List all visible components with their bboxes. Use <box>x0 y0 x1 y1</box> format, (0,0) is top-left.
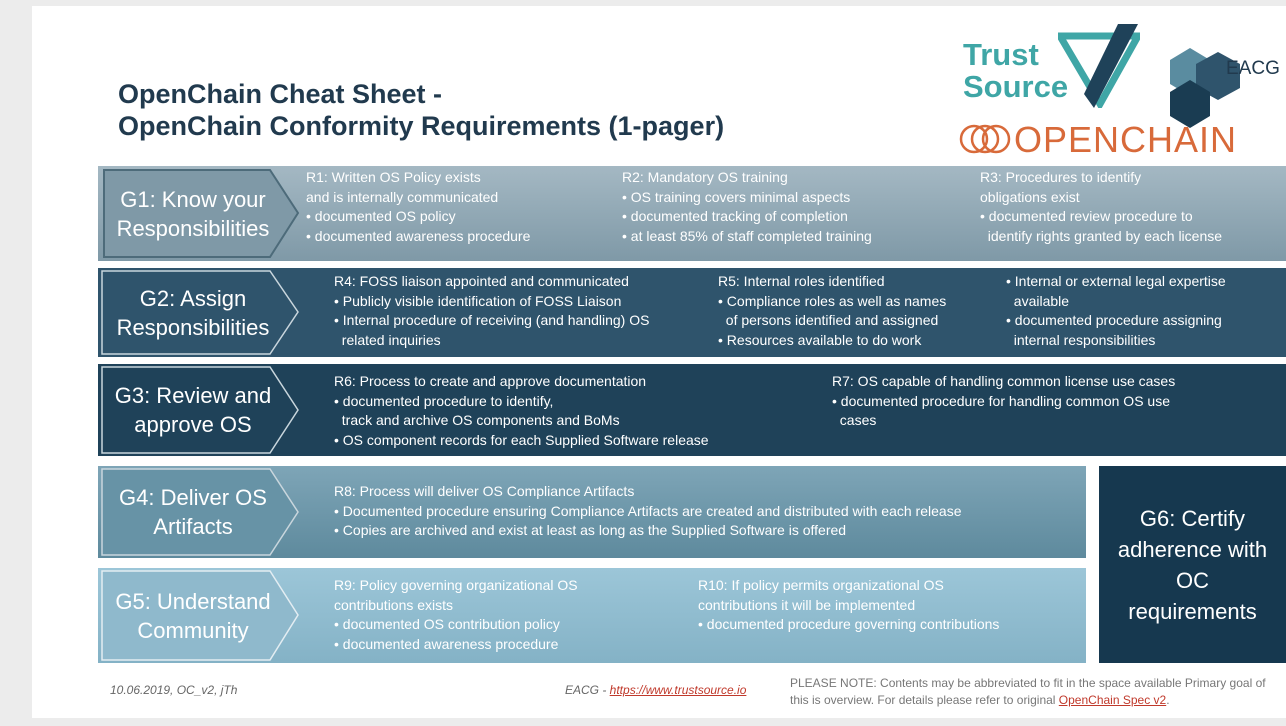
r2-item: • documented tracking of completion <box>622 208 848 224</box>
r5b-item: • documented procedure assigning interna… <box>1006 312 1222 348</box>
logo-source-text: Source <box>963 69 1069 104</box>
r5-block: R5: Internal roles identified • Complianc… <box>718 272 946 350</box>
r5-item: • Compliance roles as well as names of p… <box>718 292 947 329</box>
r9-heading: R9: Policy governing organizational OS c… <box>334 577 578 613</box>
r5-item: • Resources available to do work <box>718 331 922 348</box>
g2-label: G2: Assign Responsibilities <box>116 285 270 340</box>
r5-heading: R5: Internal roles identified <box>718 273 885 289</box>
group-row-g4: G4: Deliver OS Artifacts R8: Process wil… <box>98 466 1086 558</box>
openchain-spec-link[interactable]: OpenChain Spec v2 <box>1058 693 1167 707</box>
r4-item: • Publicly visible identification of FOS… <box>334 292 622 309</box>
r1-item: • documented OS policy <box>306 208 456 224</box>
r8-block: R8: Process will deliver OS Compliance A… <box>334 482 961 541</box>
r6-item: • documented procedure to identify, trac… <box>334 392 620 429</box>
r2-block: R2: Mandatory OS training • OS training c… <box>622 168 872 246</box>
r10-block: R10: If policy permits organizational OS… <box>698 576 999 635</box>
group-row-g3: G3: Review and approve OS R6: Process to… <box>98 364 1286 456</box>
g2-chevron <box>98 268 304 357</box>
r10-heading: R10: If policy permits organizational OS… <box>698 577 944 613</box>
r3-item: • documented review procedure to identif… <box>980 208 1223 244</box>
r2-item: • at least 85% of staff completed traini… <box>622 227 872 244</box>
r8-item: • Documented procedure ensuring Complian… <box>334 502 962 519</box>
title-line-1: OpenChain Cheat Sheet - <box>118 79 443 109</box>
footer-source: EACG - https://www.trustsource.io <box>565 683 747 697</box>
g4-chevron <box>98 466 304 558</box>
g3-label: G3: Review and approve OS <box>114 383 272 437</box>
r8-heading: R8: Process will deliver OS Compliance A… <box>334 483 635 499</box>
chevron-icon <box>101 366 299 454</box>
r8-item: • Copies are archived and exist at least… <box>334 522 847 538</box>
group-row-g1: G1: Know your Responsibilities R1: Writt… <box>98 166 1286 261</box>
r1-heading: R1: Written OS Policy exists and is inte… <box>306 169 499 205</box>
r9-block: R9: Policy governing organizational OS c… <box>334 576 578 654</box>
r2-item: • OS training covers minimal aspects <box>622 188 851 205</box>
r4-block: R4: FOSS liaison appointed and communica… <box>334 272 649 350</box>
trustsource-triangle-icon <box>1058 24 1140 108</box>
chevron-icon <box>101 570 299 661</box>
g1-chevron <box>98 166 304 261</box>
r7-heading: R7: OS capable of handling common licens… <box>832 373 1176 389</box>
r9-item: • documented awareness procedure <box>334 635 559 652</box>
chevron-icon <box>101 468 299 556</box>
r3-block: R3: Procedures to identify obligations e… <box>980 168 1222 246</box>
group-row-g2: G2: Assign Responsibilities R4: FOSS lia… <box>98 268 1286 357</box>
eacg-hexagon-icon <box>1170 48 1240 128</box>
g1-label: G1: Know your Responsibilities <box>116 186 270 241</box>
r9-item: • documented OS contribution policy <box>334 616 560 632</box>
g6-certify-box: G6: Certify adherence with OC requiremen… <box>1099 466 1286 663</box>
g5-label: G5: Understand Community <box>115 588 271 643</box>
r5b-item: • Internal or external legal expertise a… <box>1006 273 1226 309</box>
chevron-icon <box>101 270 299 355</box>
group-row-g5: G5: Understand Community R9: Policy gove… <box>98 568 1086 663</box>
r1-block: R1: Written OS Policy exists and is inte… <box>306 168 530 246</box>
footer-note: PLEASE NOTE: Contents may be abbreviated… <box>790 676 1266 707</box>
r5b-block: • Internal or external legal expertise a… <box>1006 272 1226 350</box>
r6-heading: R6: Process to create and approve docume… <box>334 373 647 389</box>
footer-date: 10.06.2019, OC_v2, jTh <box>110 683 238 697</box>
openchain-rings-icon <box>959 124 1011 154</box>
r6-item: • OS component records for each Supplied… <box>334 431 709 448</box>
r1-item: • documented awareness procedure <box>306 227 531 244</box>
r3-heading: R3: Procedures to identify obligations e… <box>980 169 1142 205</box>
g4-label: G4: Deliver OS Artifacts <box>119 485 267 539</box>
r7-block: R7: OS capable of handling common licens… <box>832 372 1175 431</box>
r4-heading: R4: FOSS liaison appointed and communica… <box>334 273 629 289</box>
g5-chevron <box>98 568 304 663</box>
g6-label: G6: Certify adherence with OC requiremen… <box>1117 505 1268 624</box>
r10-item: • documented procedure governing contrib… <box>698 616 1000 632</box>
eacg-logo-text: EACG <box>1226 58 1280 79</box>
g3-chevron <box>98 364 304 456</box>
r4-item: • Internal procedure of receiving (and h… <box>334 312 650 348</box>
logo-trust-text: Trust <box>963 37 1039 72</box>
title-line-2: OpenChain Conformity Requirements (1-pag… <box>118 111 725 141</box>
r7-item: • documented procedure for handling comm… <box>832 392 1170 429</box>
chevron-icon <box>103 169 300 258</box>
r2-heading: R2: Mandatory OS training <box>622 169 788 185</box>
openchain-logo-text: OPENCHAIN <box>1014 119 1238 160</box>
r6-block: R6: Process to create and approve docume… <box>334 372 709 450</box>
trustsource-link[interactable]: https://www.trustsource.io <box>609 683 747 697</box>
